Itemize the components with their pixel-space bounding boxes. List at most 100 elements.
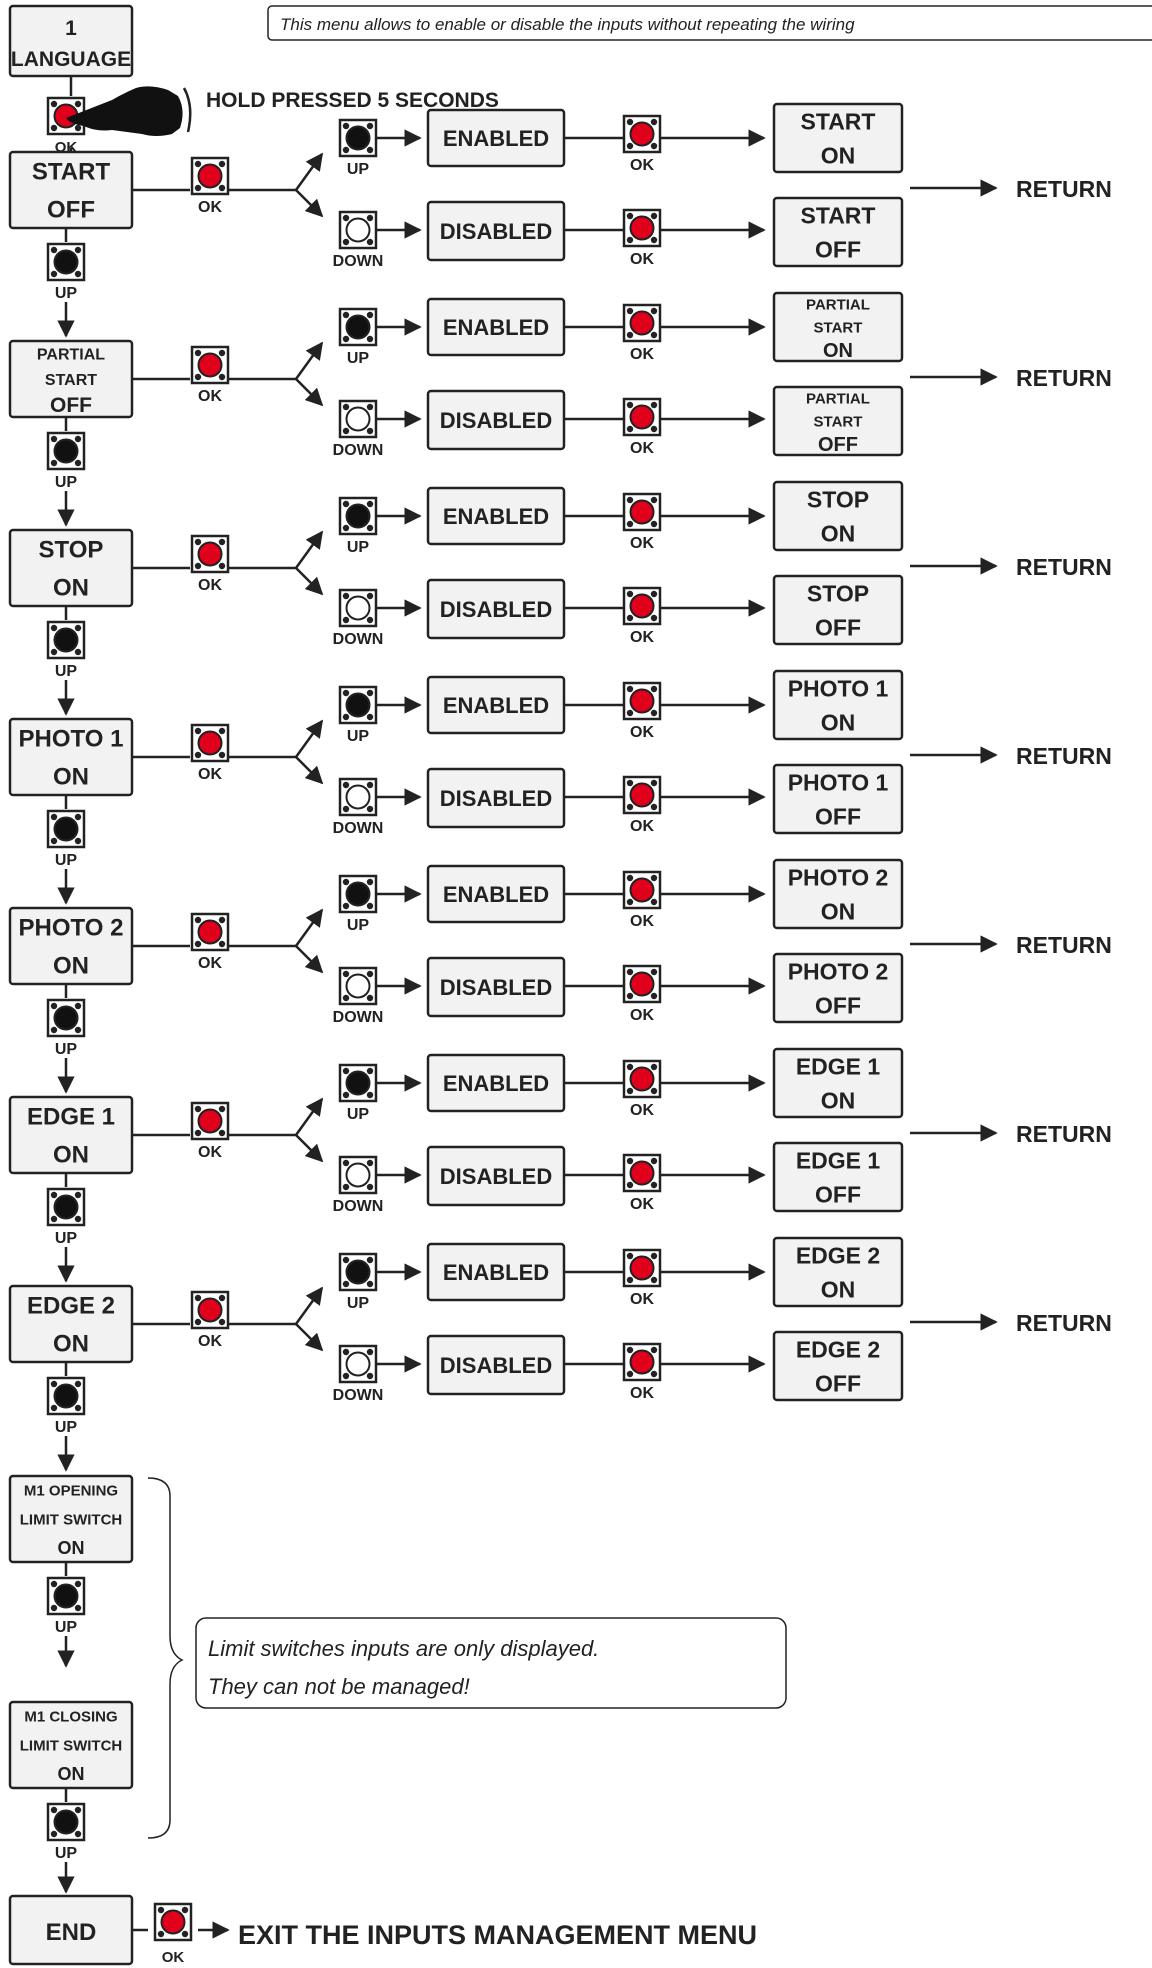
menu-box-photo-1-line-1: PHOTO 1 — [19, 726, 124, 753]
down-button-icon — [338, 210, 378, 250]
menu-box-partial-start: PARTIAL START OFF — [8, 339, 134, 419]
limit-up-label: UP — [55, 1619, 78, 1636]
off-box-edge-2-line-2: OFF — [815, 1370, 861, 1396]
disabled-box-stop: DISABLED — [426, 578, 566, 640]
on-box-partial-start-line-1: PARTIAL — [806, 297, 870, 314]
on-box-photo-2-line-1: PHOTO 2 — [788, 864, 889, 890]
menu-box-stop-line-2: ON — [53, 575, 89, 602]
enabled-ok-label: OK — [630, 1102, 654, 1119]
row-ok-label: OK — [198, 388, 222, 405]
up-button-icon — [46, 242, 86, 282]
branch-up-label: UP — [347, 161, 370, 178]
menu-box-photo-1-line-2: ON — [53, 764, 89, 791]
branch-down-label: DOWN — [333, 820, 384, 837]
menu-box-partial-start-line-2: START — [45, 372, 97, 389]
disabled-box-edge-1: DISABLED — [426, 1145, 566, 1207]
limit-box-m1-opening-line-2: LIMIT SWITCH — [20, 1511, 122, 1528]
on-box-edge-2: EDGE 2ON — [772, 1236, 904, 1308]
return-label: RETURN — [1016, 365, 1112, 391]
up-button-icon — [338, 496, 378, 536]
enabled-box-edge-1: ENABLED — [426, 1053, 566, 1113]
off-box-start-line-2: OFF — [815, 236, 861, 262]
menu-box-stop-line-1: STOP — [39, 537, 104, 564]
enabled-box-stop: ENABLED — [426, 486, 566, 546]
ok-button-icon — [622, 586, 662, 626]
ok-button-icon — [622, 114, 662, 154]
ok-button-icon — [622, 775, 662, 815]
off-box-stop-line-2: OFF — [815, 614, 861, 640]
branch-up-label: UP — [347, 350, 370, 367]
off-box-edge-1-line-2: OFF — [815, 1181, 861, 1207]
branch-up-label: UP — [347, 539, 370, 556]
disabled-box-photo-2: DISABLED — [426, 956, 566, 1018]
disabled-box-partial-start: DISABLED — [426, 389, 566, 451]
up-button-icon — [46, 1802, 86, 1842]
off-box-partial-start-line-1: PARTIAL — [806, 391, 870, 408]
exit-menu-text: EXIT THE INPUTS MANAGEMENT MENU — [238, 1920, 757, 1950]
hold-pressed-text: HOLD PRESSED 5 SECONDS — [206, 89, 499, 112]
limit-up-label: UP — [55, 1845, 78, 1862]
disabled-ok-label: OK — [630, 1007, 654, 1024]
menu-box-start-line-2: OFF — [47, 197, 95, 224]
menu-box-edge-2-line-2: ON — [53, 1331, 89, 1358]
branch-down-label: DOWN — [333, 442, 384, 459]
ok-button-icon — [622, 681, 662, 721]
enabled-box-edge-2: ENABLED — [426, 1242, 566, 1302]
ok-button-icon — [190, 534, 230, 574]
enabled-ok-label: OK — [630, 724, 654, 741]
ok-button-icon — [153, 1902, 193, 1942]
menu-box-partial-start-line-3: OFF — [50, 394, 92, 417]
up-button-icon — [338, 1252, 378, 1292]
off-box-start-line-1: START — [801, 202, 876, 228]
limit-box-m1-closing-line-3: ON — [58, 1764, 85, 1784]
menu-box-edge-1-line-2: ON — [53, 1142, 89, 1169]
disabled-box-start: DISABLED — [426, 200, 566, 262]
up-button-icon — [46, 431, 86, 471]
ok-button-icon — [622, 1342, 662, 1382]
enabled-box-stop-line-1: ENABLED — [443, 504, 549, 529]
disabled-ok-label: OK — [630, 818, 654, 835]
disabled-ok-label: OK — [630, 629, 654, 646]
branch-down-label: DOWN — [333, 631, 384, 648]
return-label: RETURN — [1016, 1121, 1112, 1147]
ok-button-icon — [622, 964, 662, 1004]
on-box-edge-2-line-1: EDGE 2 — [796, 1242, 880, 1268]
menu-box-partial-start-line-1: PARTIAL — [37, 346, 105, 363]
disabled-ok-label: OK — [630, 251, 654, 268]
ok-button-icon — [622, 397, 662, 437]
off-box-start: START OFF — [772, 196, 904, 268]
ok-button-icon — [190, 912, 230, 952]
up-button-icon — [338, 1063, 378, 1103]
next-up-label: UP — [55, 663, 78, 680]
on-box-edge-1: EDGE 1ON — [772, 1047, 904, 1119]
down-button-icon — [338, 966, 378, 1006]
ok-button-icon — [622, 303, 662, 343]
ok-button-icon — [622, 208, 662, 248]
end-label: END — [46, 1919, 97, 1946]
up-button-icon — [338, 685, 378, 725]
down-button-icon — [338, 777, 378, 817]
ok-button-icon — [190, 345, 230, 385]
enabled-box-photo-2: ENABLED — [426, 864, 566, 924]
menu-box-photo-2: PHOTO 2ON — [8, 906, 134, 986]
enabled-ok-label: OK — [630, 157, 654, 174]
branch-up-label: UP — [347, 728, 370, 745]
ok-button-icon — [622, 870, 662, 910]
row-ok-label: OK — [198, 199, 222, 216]
menu-box-photo-1: PHOTO 1 ON — [8, 717, 134, 797]
ok-button-icon — [622, 1153, 662, 1193]
